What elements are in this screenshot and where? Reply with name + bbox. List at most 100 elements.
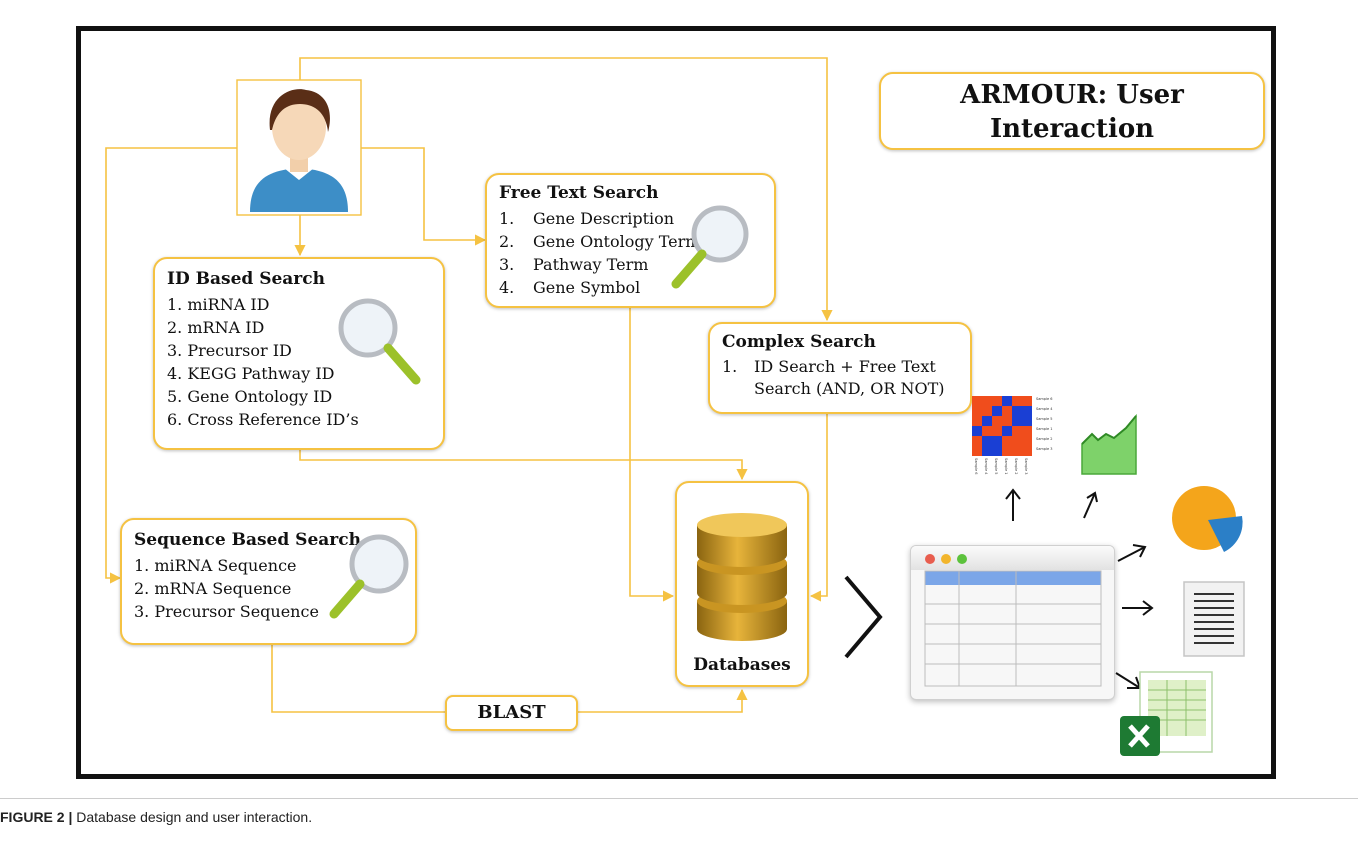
table-grid (924, 570, 1102, 687)
connector-sequence-to-blast (271, 645, 445, 713)
heatmap-cell (972, 436, 982, 446)
heatmap-cell (1022, 396, 1032, 406)
figure-caption: FIGURE 2 | Database design and user inte… (0, 798, 1358, 825)
heatmap-cell (992, 406, 1002, 416)
spreadsheet-icon (1120, 671, 1213, 756)
list-item: 4. KEGG Pathway ID (167, 364, 335, 383)
caption-label: FIGURE 2 | (0, 809, 73, 825)
heatmap-cell (1002, 406, 1012, 416)
blast-box: BLAST (445, 695, 578, 731)
list-item: 2. mRNA Sequence (134, 579, 292, 598)
heatmap-cell (1022, 416, 1032, 426)
list-item: 3. Precursor ID (167, 341, 292, 360)
databases-box: Databases (675, 481, 809, 687)
heatmap-cell (972, 446, 982, 456)
user-box (236, 79, 362, 216)
id-based-search-title: ID Based Search (167, 269, 325, 289)
sequence-search-list: 1. miRNA Sequence 2. mRNA Sequence 3. Pr… (134, 554, 403, 623)
heatmap-row-label: Sample 6 (1036, 397, 1052, 401)
heatmap-cell (982, 446, 992, 456)
heatmap-icon: Sample 6 Sample 4 Sample 5 Sample 1 Samp… (972, 396, 1053, 475)
heatmap-cell (1012, 416, 1022, 426)
heatmap-cell (992, 436, 1002, 446)
list-item: 1.Gene Description (499, 209, 675, 228)
heatmap-row-label: Sample 3 (1036, 447, 1052, 451)
heatmap-cell (1012, 406, 1022, 416)
list-item: 2.Gene Ontology Term (499, 232, 701, 251)
arrow-diag-icon (1083, 491, 1098, 519)
results-table-window (910, 545, 1115, 700)
heatmap-cell (972, 406, 982, 416)
connector-user-to-sequence-search (105, 147, 237, 584)
heatmap-cell (992, 416, 1002, 426)
magnifier-icon (671, 205, 749, 289)
list-item: 6. Cross Reference ID’s (167, 410, 359, 429)
database-icon (697, 513, 787, 641)
heatmap-col-label: Sample 4 (984, 458, 988, 475)
title-box: ARMOUR: User Interaction (879, 72, 1265, 150)
caption-text: Database design and user interaction. (72, 809, 313, 825)
complex-search-title: Complex Search (722, 332, 876, 352)
arrow-right-2-icon (1122, 600, 1154, 616)
document-icon (1183, 581, 1245, 657)
heatmap-cell (1022, 406, 1032, 416)
magnifier-icon (338, 298, 421, 385)
heatmap-cell (1012, 436, 1022, 446)
list-item: 1. miRNA ID (167, 295, 270, 314)
user-icon (250, 89, 348, 212)
list-item: 5. Gene Ontology ID (167, 387, 333, 406)
area-chart-icon (1081, 413, 1137, 475)
heatmap-cell (982, 436, 992, 446)
connector-free-text-to-databases (629, 308, 675, 602)
sequence-search-title: Sequence Based Search (134, 530, 361, 550)
heatmap-cell (1002, 416, 1012, 426)
heatmap-cell (1022, 426, 1032, 436)
heatmap-cell (1002, 436, 1012, 446)
blast-label: BLAST (477, 702, 546, 723)
connector-complex-to-databases (809, 413, 828, 602)
heatmap-cell (992, 426, 1002, 436)
free-text-search-title: Free Text Search (499, 183, 659, 203)
title-line-1: ARMOUR: User (960, 80, 1184, 110)
heatmap-col-label: Sample 1 (1004, 458, 1008, 474)
diagram-frame (76, 26, 1276, 779)
complex-search-box: Complex Search 1.ID Search + Free Text S… (708, 322, 972, 414)
list-item: 4.Gene Symbol (499, 278, 641, 297)
heatmap-col-label: Sample 3 (1024, 458, 1028, 474)
heatmap-cell (992, 446, 1002, 456)
window-minimize-icon (941, 554, 951, 564)
heatmap-cell (1002, 426, 1012, 436)
heatmap-cell (992, 396, 1002, 406)
arrow-up-icon (1005, 488, 1021, 521)
heatmap-cell (972, 416, 982, 426)
heatmap-col-label: Sample 2 (1014, 458, 1018, 474)
heatmap-cell (972, 396, 982, 406)
heatmap-cell (1022, 436, 1032, 446)
heatmap-cell (982, 416, 992, 426)
connector-id-search-to-databases (299, 450, 748, 481)
heatmap-col-label: Sample 6 (974, 458, 978, 474)
heatmap-cell (1012, 446, 1022, 456)
list-item: 3. Precursor Sequence (134, 602, 319, 621)
heatmap-cell (1002, 446, 1012, 456)
list-item: 1. miRNA Sequence (134, 556, 297, 575)
arrow-right-1-icon (1117, 544, 1147, 562)
databases-label: Databases (693, 655, 791, 675)
heatmap-row-label: Sample 2 (1036, 437, 1052, 441)
heatmap-row-label: Sample 4 (1036, 407, 1053, 411)
heatmap-cell (1002, 396, 1012, 406)
heatmap-cell (1022, 446, 1032, 456)
free-text-search-box: Free Text Search 1.Gene Description 2.Ge… (485, 173, 776, 308)
window-maximize-icon (957, 554, 967, 564)
free-text-search-list: 1.Gene Description 2.Gene Ontology Term … (499, 207, 762, 299)
list-item: 3.Pathway Term (499, 255, 649, 274)
magnifier-icon (329, 534, 409, 619)
heatmap-cell (982, 406, 992, 416)
heatmap-row-label: Sample 1 (1036, 427, 1052, 431)
id-based-search-list: 1. miRNA ID 2. mRNA ID 3. Precursor ID 4… (167, 293, 431, 431)
connector-blast-to-databases (578, 688, 748, 713)
connector-user-to-complex-search (299, 57, 833, 322)
heatmap-row-label: Sample 5 (1036, 417, 1052, 421)
